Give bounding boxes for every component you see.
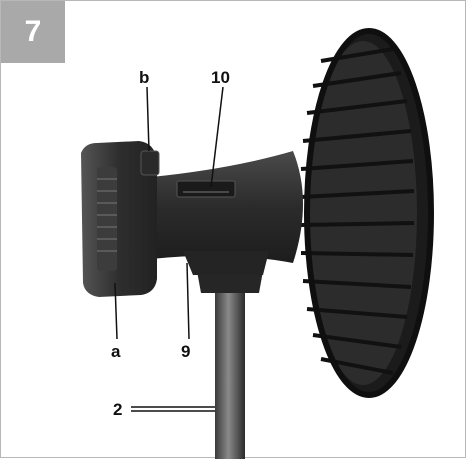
leader-10 [210,86,224,188]
callout-9: 9 [181,342,191,361]
callout-a: a [111,342,121,361]
stand-pole [215,291,245,459]
leader-a [114,282,118,340]
leader-b [146,86,150,152]
leader-9 [186,262,190,340]
power-label-plate [176,180,236,198]
motor-housing [151,151,303,263]
fan-head [300,28,434,398]
callout-2: 2 [113,400,123,419]
battery-pack [81,141,160,297]
callout-10: 10 [211,68,230,87]
callout-b: b [139,68,150,87]
figure-number-badge: 7 [1,1,65,63]
